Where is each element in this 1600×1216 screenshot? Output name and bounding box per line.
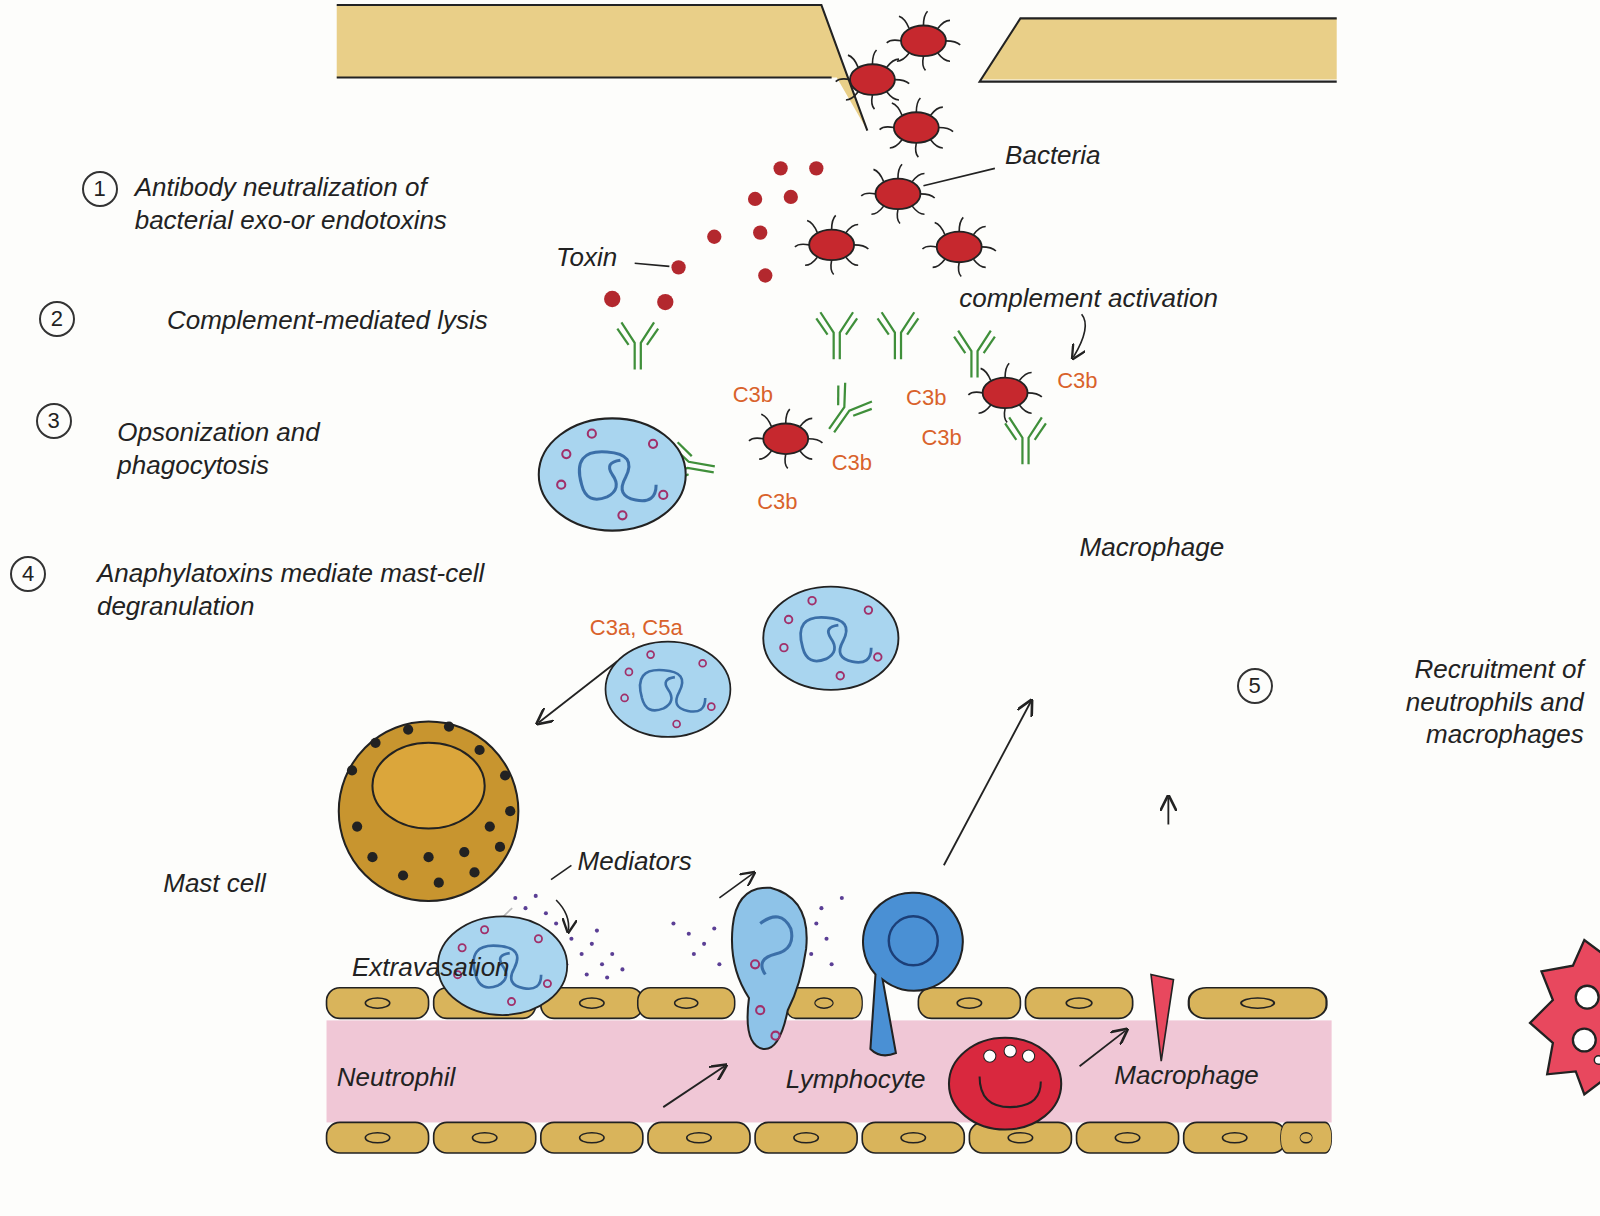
callout-number: 2 bbox=[39, 301, 75, 337]
annotation-text: Anaphylatoxins mediate mast-cell degranu… bbox=[97, 557, 536, 622]
molecule-label: C3b bbox=[906, 384, 946, 412]
annotation-text: Antibody neutralization of bacterial exo… bbox=[135, 171, 523, 236]
molecule-label: C3b bbox=[757, 488, 797, 516]
annotation-text: Extravasation bbox=[352, 951, 510, 984]
annotation-text: complement activation bbox=[959, 282, 1218, 315]
cell-label: Bacteria bbox=[1005, 139, 1100, 172]
cell-label: Macrophage bbox=[1080, 531, 1225, 564]
annotation-text: Complement-mediated lysis bbox=[110, 304, 488, 337]
molecule-label: C3b bbox=[921, 424, 961, 452]
callout-number: 5 bbox=[1237, 668, 1273, 704]
molecule-label: C3a, C5a bbox=[590, 614, 683, 642]
cell-label: Lymphocyte bbox=[786, 1063, 926, 1096]
molecule-label: C3b bbox=[733, 381, 773, 409]
cell-label: Neutrophil bbox=[337, 1061, 456, 1094]
molecule-label: C3b bbox=[832, 449, 872, 477]
callout-number: 4 bbox=[10, 556, 46, 592]
cell-label: Macrophage bbox=[1114, 1059, 1259, 1092]
molecule-label: Toxin bbox=[556, 241, 617, 274]
annotation-text: Opsonization and phagocytosis bbox=[117, 416, 474, 481]
callout-number: 3 bbox=[36, 403, 72, 439]
molecule-label: C3b bbox=[1057, 367, 1097, 395]
annotation-text: Recruitment of neutrophils and macrophag… bbox=[1288, 653, 1584, 751]
annotation-text: Mediators bbox=[578, 845, 692, 878]
callout-number: 1 bbox=[82, 171, 118, 207]
cell-label: Mast cell bbox=[163, 867, 266, 900]
